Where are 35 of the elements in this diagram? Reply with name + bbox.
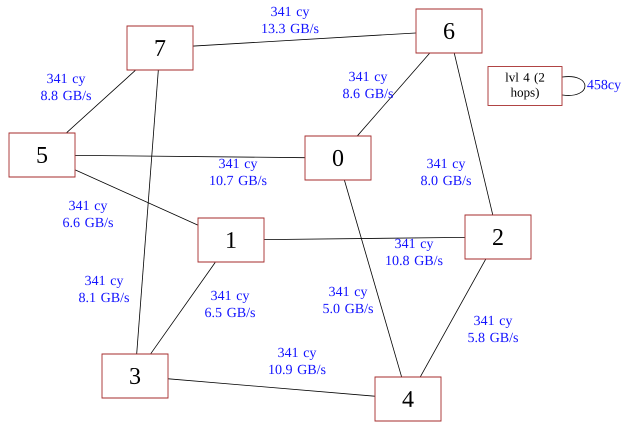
node-box: 2	[464, 214, 532, 260]
edge-line	[264, 236, 465, 240]
edge-label: 341 cy 13.3 GB/s	[262, 6, 318, 34]
edge-label: 341 cy 8.8 GB/s	[41, 74, 91, 100]
edge-line	[136, 70, 159, 354]
edge-line	[344, 180, 402, 377]
node-box: 1	[198, 218, 264, 262]
node-box: 7	[126, 26, 194, 70]
edge-line	[420, 259, 486, 377]
node-box: 4	[374, 376, 442, 422]
edge-label: 341 cy 10.7 GB/s	[210, 158, 266, 186]
edge-line	[75, 170, 198, 226]
edge-label: 458cy	[587, 80, 622, 92]
node-box: 6	[416, 8, 482, 54]
node-box: lvl 4 (2 hops)	[488, 66, 562, 106]
edge-label: 341 cy 5.0 GB/s	[323, 286, 373, 314]
edge-label: 341 cy 8.1 GB/s	[79, 276, 129, 302]
edge-label: 341 cy 6.6 GB/s	[63, 200, 113, 228]
node-box: 0	[304, 136, 372, 180]
edge-line	[66, 70, 136, 133]
edge-label: 341 cy 6.5 GB/s	[205, 290, 255, 318]
edge-label: 341 cy 5.8 GB/s	[468, 316, 518, 342]
edge-line	[168, 378, 375, 397]
edge-label: 341 cy 8.0 GB/s	[421, 158, 471, 186]
edge-label: 341 cy 10.9 GB/s	[269, 348, 326, 374]
edge-line	[75, 154, 305, 158]
node-box: 5	[8, 132, 76, 178]
edge-line	[454, 53, 494, 215]
edge-line	[562, 76, 586, 96]
node-box: 3	[102, 354, 168, 398]
edge-line	[357, 53, 430, 136]
edge-label: 341 cy 10.8 GB/s	[386, 238, 442, 266]
edge-line	[150, 262, 216, 354]
edge-label: 341 cy 8.6 GB/s	[343, 72, 393, 98]
edge-line	[193, 32, 416, 46]
